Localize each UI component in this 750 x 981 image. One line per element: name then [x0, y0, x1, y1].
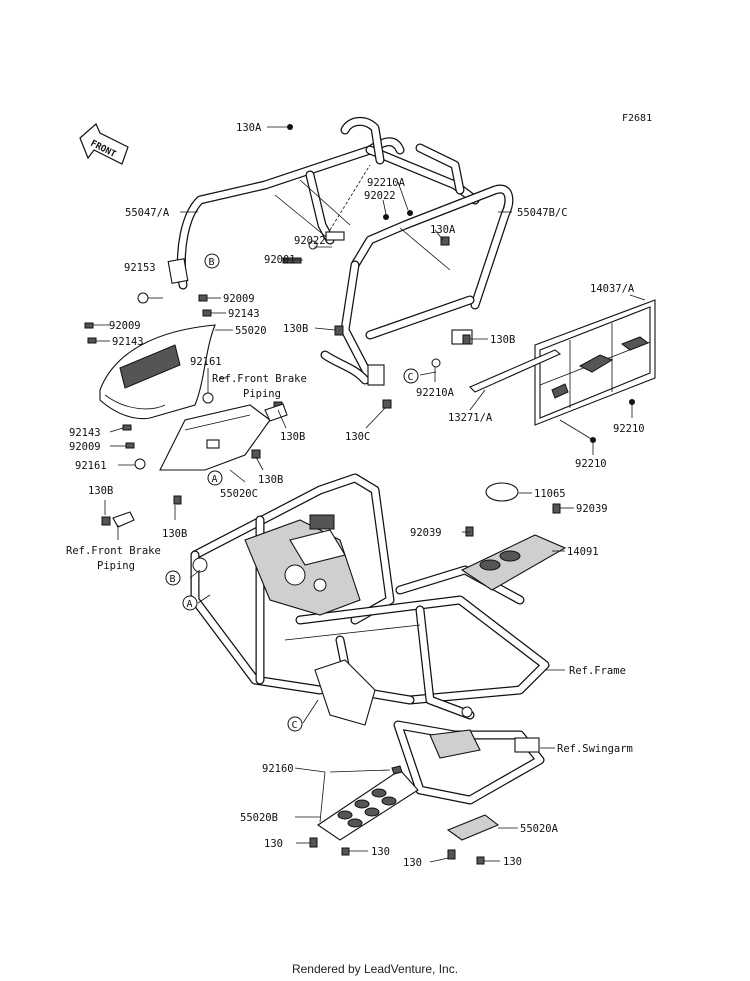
- callout-92022-b: 92022: [294, 235, 326, 247]
- cap-11065: [485, 482, 519, 502]
- callout-92210A-b: 92210A: [416, 387, 455, 399]
- callout-130B-b: 130B: [490, 334, 515, 346]
- callout-92001: 92001: [264, 254, 296, 266]
- callout-92143-b: 92143: [112, 336, 144, 348]
- callout-ref-frame: Ref.Frame: [569, 665, 626, 677]
- callout-130A-top: 130A: [236, 122, 262, 134]
- callout-130-d: 130: [503, 856, 522, 868]
- figure-id: F2681: [622, 113, 652, 124]
- callout-piping-2: Piping: [97, 560, 135, 572]
- marker-c-top: C: [408, 372, 414, 383]
- callout-92009-c: 92009: [69, 441, 101, 453]
- callout-130A-mid: 130A: [430, 224, 456, 236]
- screen-panel-14037: [534, 299, 656, 426]
- callout-130B-a: 130B: [283, 323, 308, 335]
- callout-55020B: 55020B: [240, 812, 278, 824]
- grommet-92160: [391, 765, 403, 775]
- skid-plate-55020B: [309, 769, 419, 856]
- bracket-55020C: [159, 404, 271, 471]
- marker-b-bottom: B: [170, 574, 176, 585]
- callout-92161-b: 92161: [75, 460, 107, 472]
- callout-92009-b: 92009: [109, 320, 141, 332]
- marker-a-top: A: [212, 474, 218, 485]
- heat-shield-14091: [460, 482, 567, 591]
- circle-markers: B C A B A C: [165, 253, 419, 732]
- marker-c-bottom: C: [292, 720, 298, 731]
- hardware-bolts: [84, 124, 635, 537]
- front-arrow-icon: FRONT: [79, 123, 129, 165]
- callout-ref-swingarm: Ref.Swingarm: [557, 743, 633, 755]
- callout-55047A: 55047/A: [125, 207, 170, 219]
- callout-92039-a: 92039: [410, 527, 442, 539]
- callout-92160: 92160: [262, 763, 294, 775]
- callout-ref-front-brake-1: Ref.Front Brake: [212, 373, 307, 385]
- callout-13271A: 13271/A: [448, 412, 493, 424]
- callout-55020: 55020: [235, 325, 267, 337]
- callout-92039-b: 92039: [576, 503, 608, 515]
- callout-92143-c: 92143: [69, 427, 101, 439]
- callout-92143-a: 92143: [228, 308, 260, 320]
- callout-130-b: 130: [371, 846, 390, 858]
- callout-92210A: 92210A: [367, 177, 406, 189]
- callout-92022-a: 92022: [364, 190, 396, 202]
- callout-130C: 130C: [345, 431, 370, 443]
- callout-55020A: 55020A: [520, 823, 559, 835]
- skid-plate-55020A: [446, 814, 500, 865]
- roll-cage-55047: [167, 117, 514, 386]
- callout-130-a: 130: [264, 838, 283, 850]
- callout-14037A: 14037/A: [590, 283, 635, 295]
- marker-b-top: B: [209, 257, 215, 268]
- callout-labels: 130A 92210A 92022 55047/A 55047B/C 92022…: [66, 122, 645, 869]
- main-frame: [190, 473, 550, 726]
- front-guard-55020: [99, 324, 216, 420]
- marker-a-bottom: A: [187, 599, 193, 610]
- callout-92153: 92153: [124, 262, 156, 274]
- callout-130B-c: 130B: [280, 431, 305, 443]
- callout-130B-d: 130B: [258, 474, 283, 486]
- leader-lines: [93, 126, 646, 863]
- strip-13271: [469, 349, 562, 393]
- callout-130B-e: 130B: [88, 485, 113, 497]
- footer-credit: Rendered by LeadVenture, Inc.: [291, 962, 459, 976]
- swingarm: [393, 706, 545, 805]
- callout-ref-front-brake-2: Ref.Front Brake: [66, 545, 161, 557]
- callout-55047BC: 55047B/C: [517, 207, 568, 219]
- callout-piping-1: Piping: [243, 388, 281, 400]
- callout-130B-f: 130B: [162, 528, 187, 540]
- callout-14091: 14091: [567, 546, 599, 558]
- callout-130-c: 130: [403, 857, 422, 869]
- callout-92210-b: 92210: [575, 458, 607, 470]
- callout-92161-a: 92161: [190, 356, 222, 368]
- callout-55020C: 55020C: [220, 488, 258, 500]
- callout-92009-a: 92009: [223, 293, 255, 305]
- callout-92210-a: 92210: [613, 423, 645, 435]
- callout-11065: 11065: [534, 488, 566, 500]
